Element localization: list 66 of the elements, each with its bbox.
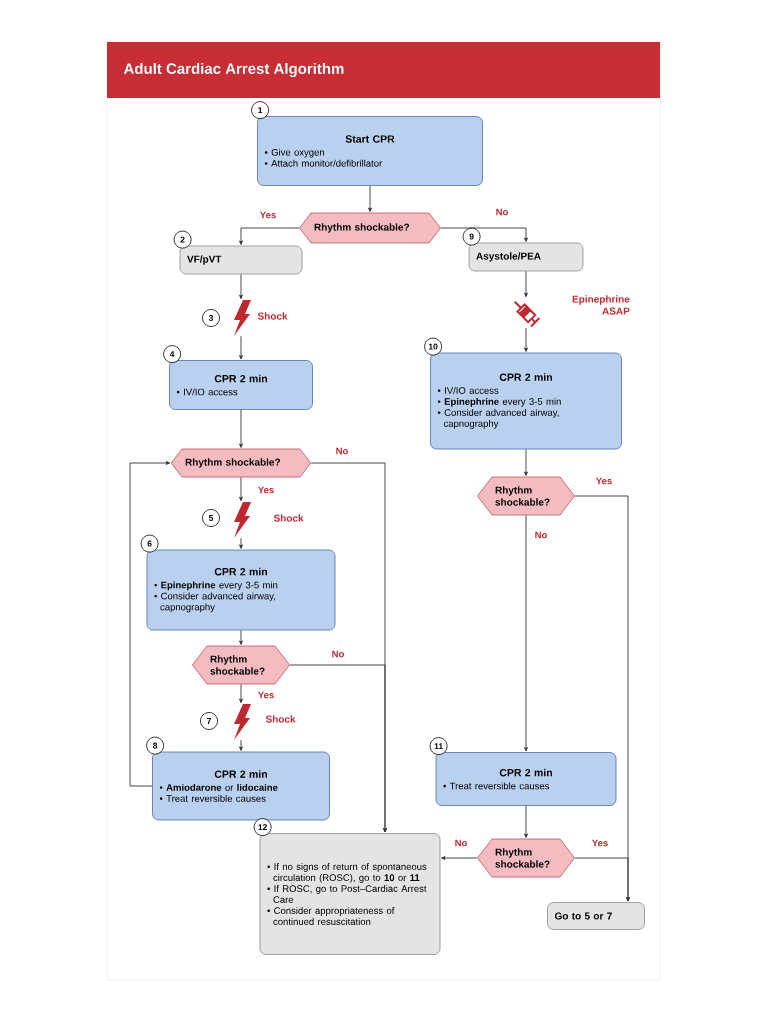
arrow <box>239 537 243 549</box>
edge-label: Yes <box>256 690 276 700</box>
arrow <box>524 270 528 298</box>
arrow <box>440 227 528 242</box>
process-box: CPR 2 min • Epinephrine every 3-5 min • Consider advanced airway, capnography <box>146 549 336 631</box>
arrow <box>239 409 243 448</box>
shock-label: Shock <box>257 312 288 320</box>
arrow <box>239 683 243 704</box>
edge-label: No <box>334 446 350 456</box>
arrow <box>574 857 630 902</box>
header-bar: Adult Cardiac Arrest Algorithm <box>107 42 660 98</box>
shock-label: Shock <box>273 514 304 522</box>
step-number: 7 <box>200 712 218 730</box>
step-number: 6 <box>140 534 159 553</box>
rhythm-box: VF/pVT <box>179 245 303 275</box>
process-box: CPR 2 min • Treat reversible causes <box>435 752 617 806</box>
arrow <box>368 185 372 212</box>
arrow <box>239 335 243 360</box>
arrow <box>239 476 243 502</box>
step-number: 8 <box>146 736 164 755</box>
process-box: CPR 2 min • IV/IO access <box>169 360 313 410</box>
lightning-bolt <box>234 502 251 538</box>
lightning-bolt <box>234 704 251 740</box>
arrow <box>289 664 387 833</box>
syringe-icon <box>513 300 541 328</box>
step-number: 5 <box>202 509 220 527</box>
arrow <box>239 739 243 751</box>
edge-label: Yes <box>594 476 614 486</box>
arrow <box>239 629 243 645</box>
lightning-bolt <box>234 300 251 336</box>
step-number: 9 <box>462 227 481 246</box>
rhythm-box: Asystole/PEA <box>468 242 584 272</box>
step-number: 12 <box>253 818 272 836</box>
decision-hexagon: Rhythm shockable? <box>477 838 575 878</box>
step-number: 3 <box>202 309 220 327</box>
step-number: 4 <box>163 345 181 363</box>
outcome-box: • If no signs of return of spontaneous circulation (ROSC), go to 10 or 11 • If ROSC, go to Post–Cardiac Arrest Care • Consider appropriateness of continued resuscitation <box>259 833 441 955</box>
decision-hexagon: Rhythm shockable? <box>170 448 312 478</box>
step-number: 1 <box>251 101 269 119</box>
edge-label: Yes <box>256 485 276 495</box>
arrow <box>524 327 528 352</box>
process-box: CPR 2 min • Amiodarone or lidocaine • Treat reversible causes <box>152 751 330 821</box>
process-box: CPR 2 min • IV/IO access • Epinephrine every 3-5 min • Consider advanced airway, capnography <box>430 352 622 450</box>
step-number: 10 <box>424 337 442 356</box>
goto-box: Go to 5 or 7 <box>547 902 645 930</box>
edge-label: No <box>453 838 469 848</box>
decision-hexagon: Rhythm shockable? <box>477 476 575 516</box>
arrow <box>129 461 171 787</box>
decision-hexagon: Rhythm shockable? <box>192 645 290 685</box>
drug-label: Epinephrine ASAP <box>572 295 630 315</box>
arrow <box>239 227 300 245</box>
arrow <box>524 514 528 752</box>
step-number: 2 <box>173 230 192 249</box>
decision-hexagon: Rhythm shockable? <box>299 212 441 244</box>
arrow <box>239 273 243 300</box>
edge-label: No <box>533 530 549 540</box>
shock-label: Shock <box>265 715 296 723</box>
edge-label: No <box>330 649 346 659</box>
process-box: Start CPR • Give oxygen • Attach monitor/defibrillator <box>257 116 483 186</box>
edge-label: No <box>494 207 510 217</box>
edge-label: Yes <box>590 838 610 848</box>
arrow <box>524 805 528 838</box>
arrow <box>441 856 478 860</box>
step-number: 11 <box>429 737 448 755</box>
edge-label: Yes <box>258 210 278 220</box>
arrow <box>524 448 528 476</box>
